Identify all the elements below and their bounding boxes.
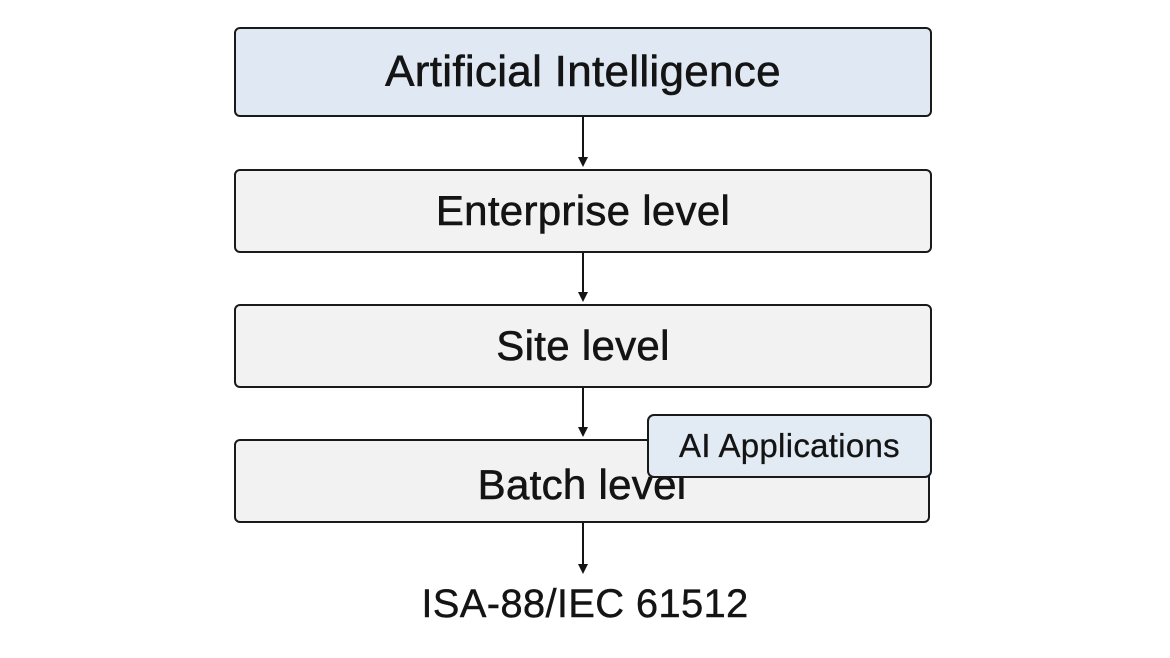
artificial-intelligence-box: Artificial Intelligence [234,27,932,117]
enterprise-level-label: Enterprise level [435,187,731,235]
artificial-intelligence-label: Artificial Intelligence [385,47,781,97]
enterprise-level-box: Enterprise level [234,169,932,253]
ai-applications-label: AI Applications [679,427,900,464]
site-level-box: Site level [234,304,932,388]
standard-label: ISA-88/IEC 61512 [421,582,749,626]
site-level-label: Site level [496,322,670,370]
ai-applications-box: AI Applications [647,414,932,478]
